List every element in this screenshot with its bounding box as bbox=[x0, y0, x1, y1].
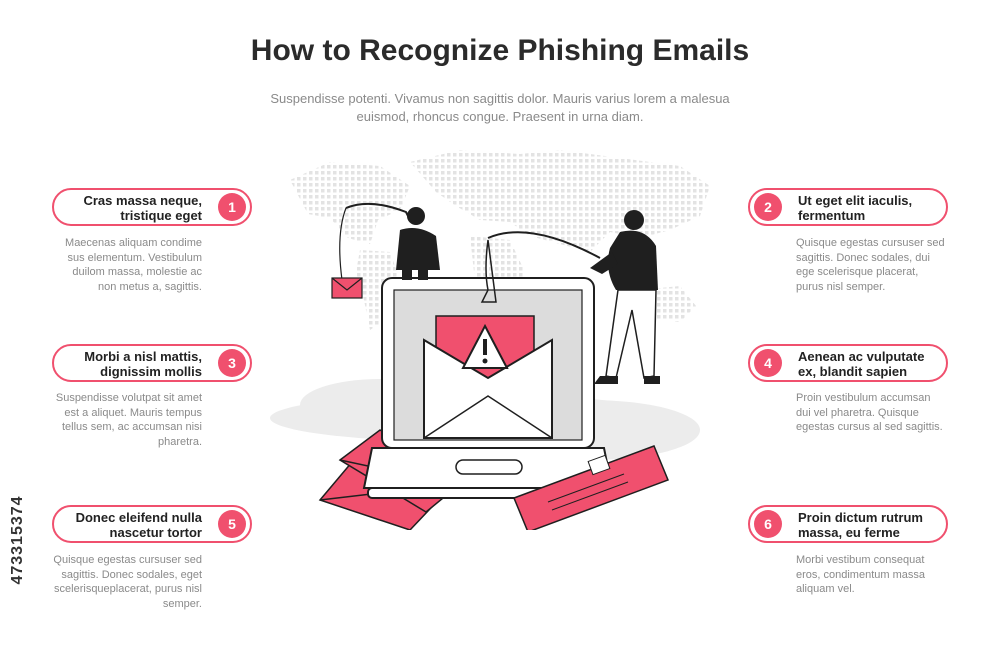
step-1-badge: 1 bbox=[218, 193, 246, 221]
postcard-icon bbox=[513, 445, 669, 530]
step-5-description: Quisque egestas cursuser sed sagittis. D… bbox=[53, 554, 202, 610]
step-2-badge: 2 bbox=[754, 193, 782, 221]
step-6-description: Morbi vestibum consequat eros, condiment… bbox=[796, 554, 925, 595]
page-title: How to Recognize Phishing Emails bbox=[250, 34, 750, 67]
step-2-description: Quisque egestas cursuser sed sagittis. D… bbox=[796, 237, 945, 293]
hooked-envelope-icon bbox=[331, 277, 363, 299]
right-fisherman-figure bbox=[487, 210, 660, 384]
step-6-badge: 6 bbox=[754, 510, 782, 538]
step-2-title: Ut eget elit iaculis,fermentum bbox=[798, 193, 913, 223]
step-3-title: Morbi a nisl mattis,dignissim mollis bbox=[84, 349, 202, 379]
stock-id-label: 473315374 bbox=[9, 495, 26, 585]
step-1-title: Cras massa neque,tristique eget bbox=[83, 193, 202, 223]
step-1-description: Maecenas aliquam condime sus elementum. … bbox=[65, 237, 202, 293]
step-3-badge: 3 bbox=[218, 349, 246, 377]
step-1-pill: Cras massa neque,tristique eget 1 bbox=[52, 188, 252, 226]
warning-icon bbox=[461, 323, 509, 369]
step-5-badge: 5 bbox=[218, 510, 246, 538]
fishing-rod-icon bbox=[487, 231, 601, 259]
step-4-description: Proin vestibulum accumsan dui vel pharet… bbox=[796, 392, 943, 433]
phishing-email-icon bbox=[423, 315, 553, 439]
page-subtitle: Suspendisse potenti. Vivamus non sagitti… bbox=[270, 91, 730, 124]
step-3-pill: Morbi a nisl mattis,dignissim mollis 3 bbox=[52, 344, 252, 382]
phishing-illustration bbox=[270, 150, 710, 530]
step-3-description: Suspendisse volutpat sit amet est a aliq… bbox=[55, 392, 202, 448]
step-2-pill: 2 Ut eget elit iaculis,fermentum bbox=[748, 188, 948, 226]
left-fisherman-figure bbox=[339, 202, 440, 281]
step-4-badge: 4 bbox=[754, 349, 782, 377]
